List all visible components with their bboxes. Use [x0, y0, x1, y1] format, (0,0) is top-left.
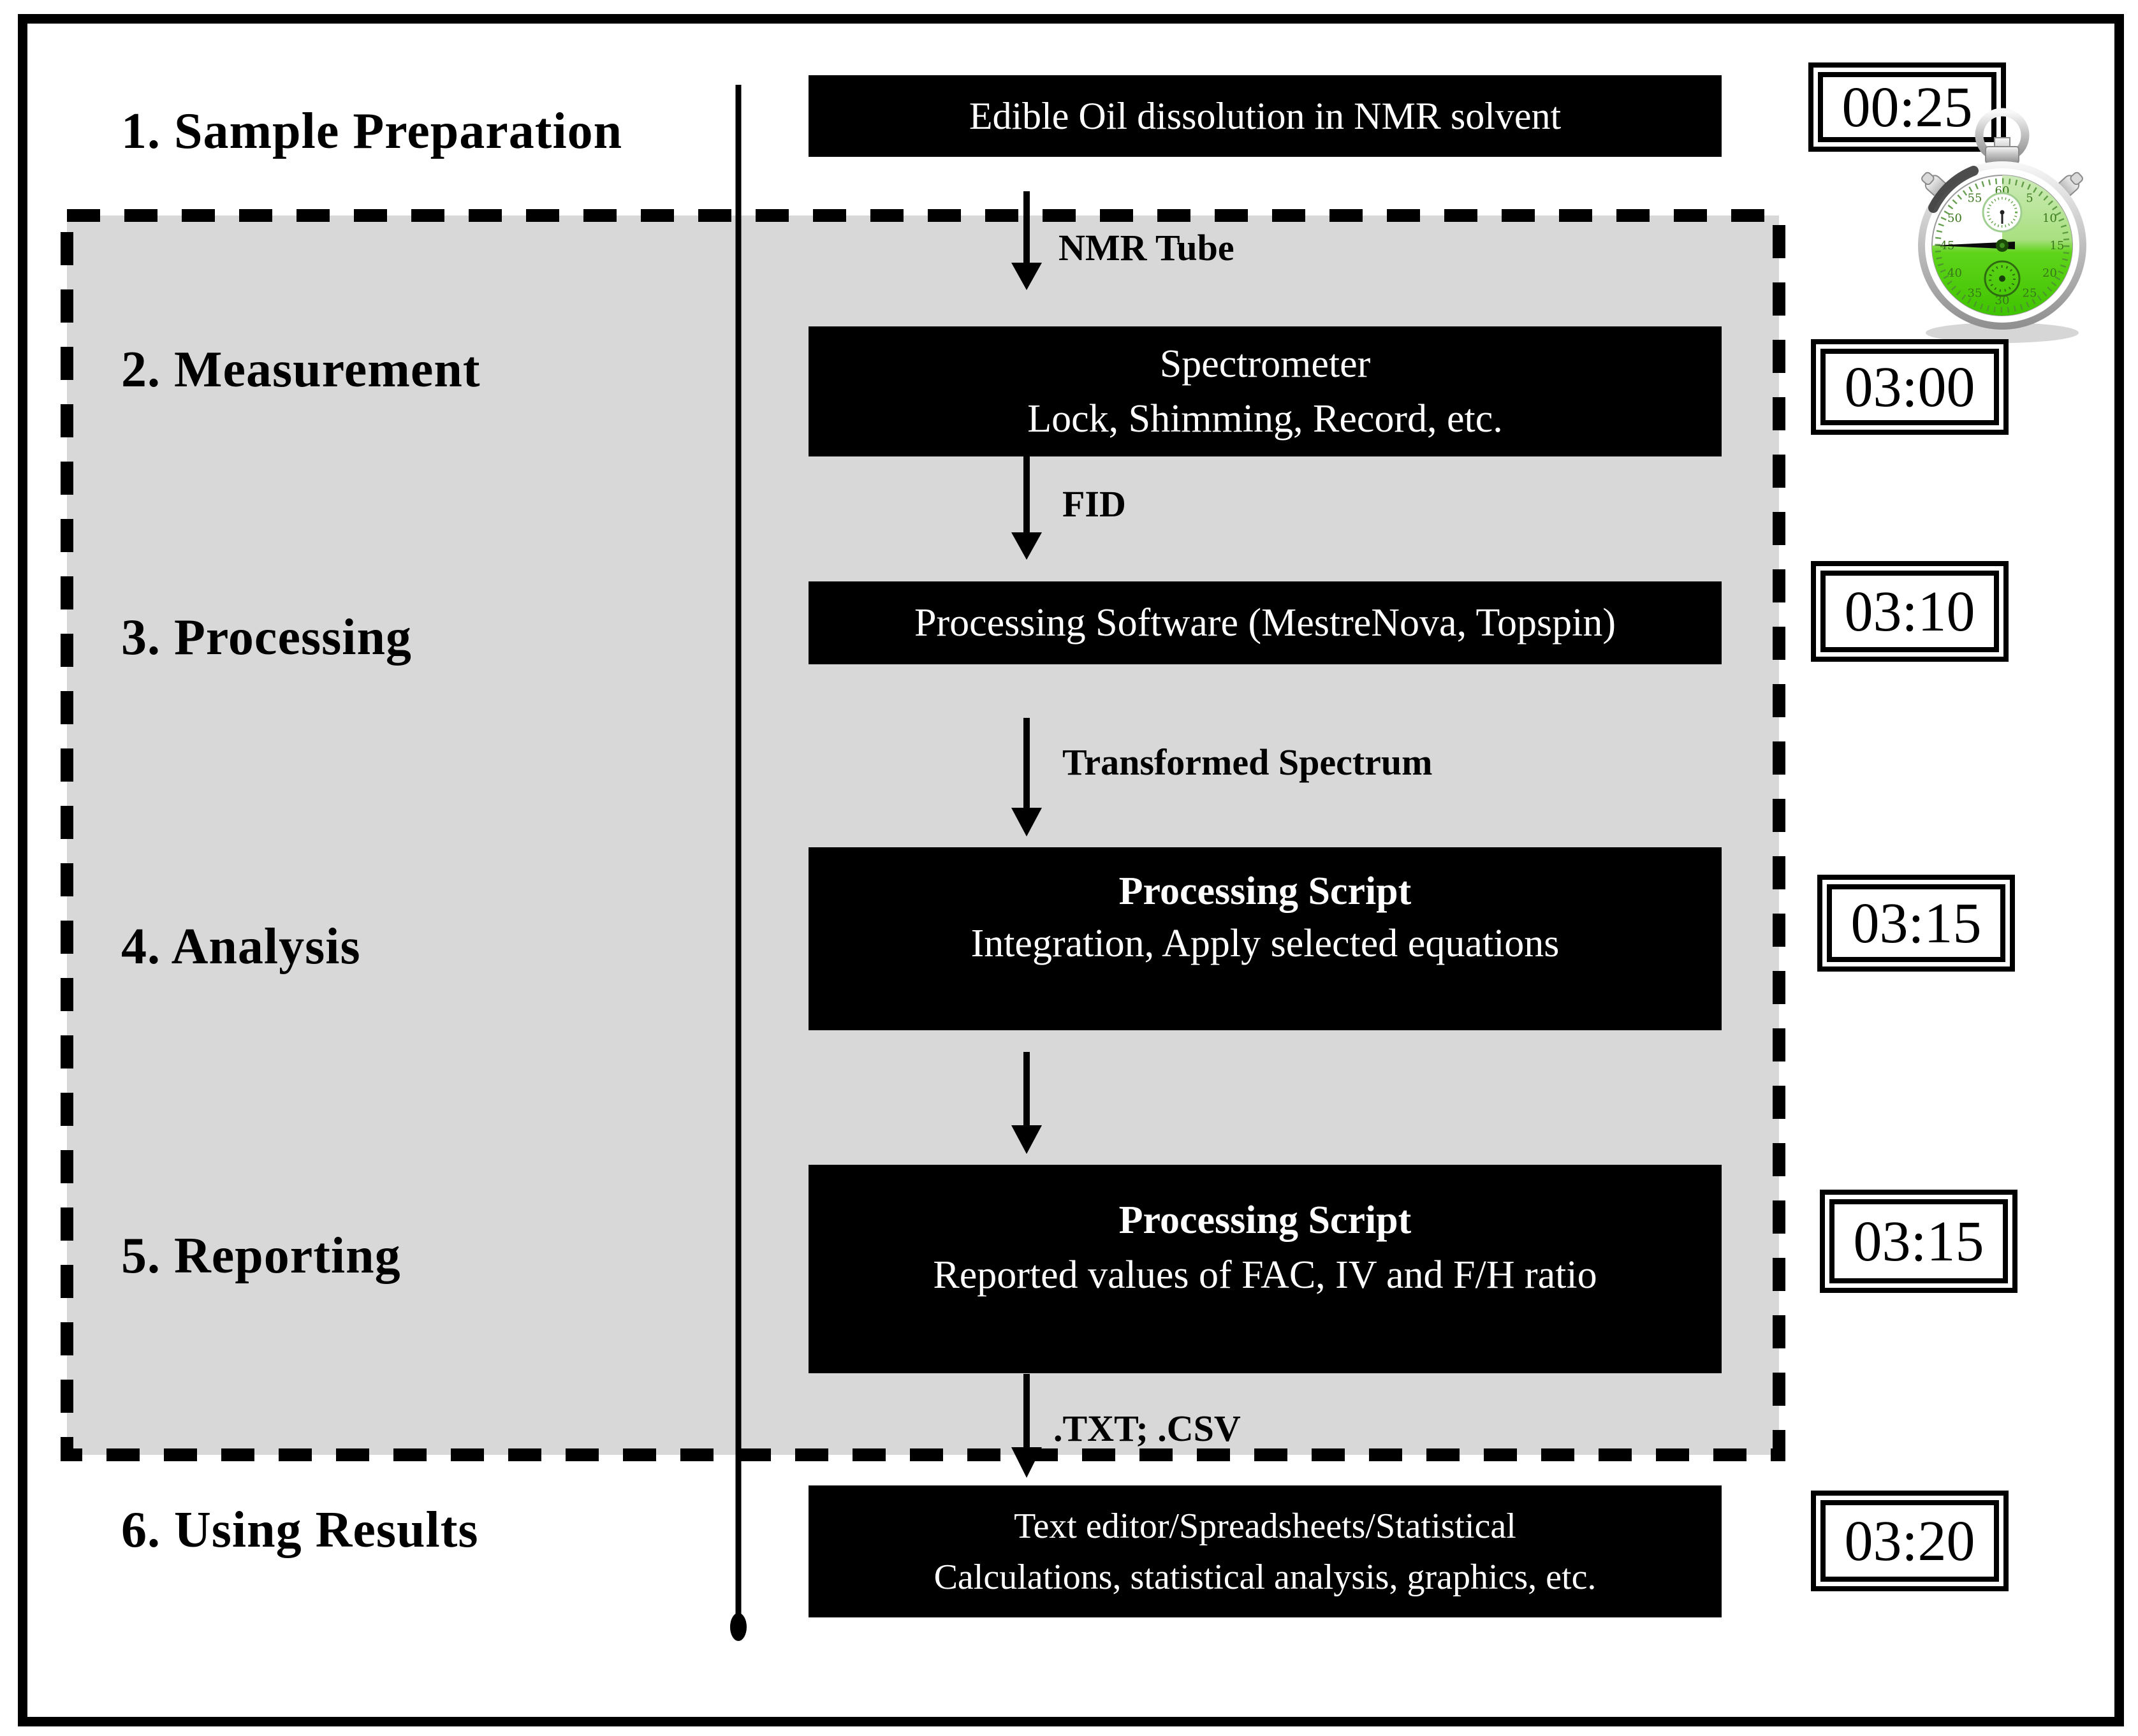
step-label-reporting: 5. Reporting: [121, 1227, 401, 1284]
stopwatch-bottom-subdial: [1984, 260, 2021, 297]
step-label-sample-preparation: 1. Sample Preparation: [121, 103, 623, 159]
stopwatch-dial-number: 25: [2023, 287, 2037, 300]
stopwatch-dial-number: 55: [1968, 192, 1982, 205]
flow-box-title: Processing Script: [1118, 870, 1412, 913]
stopwatch-dial-number: 35: [1968, 287, 1982, 300]
stopwatch-dial-number: 30: [1995, 294, 2010, 307]
time-badge-analysis: 03:15: [1817, 875, 2015, 972]
flow-arrow-5: [1011, 1374, 1042, 1478]
arrow-label-nmr-tube: NMR Tube: [1058, 226, 1234, 268]
stopwatch-dial-number: 40: [1947, 266, 1962, 280]
flow-box-title: Processing Script: [1118, 1199, 1412, 1242]
flow-box-text: Lock, Shimming, Record, etc.: [1027, 397, 1503, 441]
arrow-label-fid: FID: [1062, 483, 1126, 525]
time-value: 03:15: [1829, 1199, 2008, 1283]
stopwatch-dial-number: 20: [2042, 266, 2057, 280]
flow-box-sample-preparation: Edible Oil dissolution in NMR solvent: [809, 75, 1722, 157]
stopwatch-dial-numbers: 60510152025303540455055: [1940, 184, 2065, 307]
time-value: 03:15: [1827, 884, 2005, 962]
arrow-label-txt-csv: .TXT; .CSV: [1053, 1407, 1241, 1449]
flow-box-text: Integration, Apply selected equations: [970, 922, 1560, 965]
flow-arrow-1: [1011, 191, 1042, 290]
stopwatch-hand: [1933, 239, 2015, 252]
timeline-line: [730, 85, 747, 1641]
stopwatch-dial-number: 5: [2026, 192, 2033, 205]
stopwatch-shadow: [1926, 323, 2079, 343]
flow-box-text: Spectrometer: [1159, 342, 1371, 386]
flow-arrow-3: [1011, 718, 1042, 836]
stopwatch-crown: [1985, 146, 2019, 164]
flow-arrow-4: [1011, 1052, 1042, 1154]
time-badge-using-results: 03:20: [1811, 1491, 2009, 1591]
flow-box-text: Text editor/Spreadsheets/Statistical: [1014, 1506, 1516, 1546]
stopwatch-top-subdial: [1982, 192, 2023, 233]
flow-box-text: Calculations, statistical analysis, grap…: [934, 1557, 1597, 1597]
flow-box-reporting: Processing Script Reported values of FAC…: [809, 1165, 1722, 1373]
stopwatch-icon: 60510152025303540455055: [1918, 108, 2086, 343]
step-label-processing: 3. Processing: [121, 609, 412, 666]
step-label-using-results: 6. Using Results: [121, 1501, 479, 1558]
flow-box-text: Processing Software (MestreNova, Topspin…: [914, 601, 1616, 645]
stopwatch-dial-number: 50: [1947, 212, 1962, 225]
time-value: 03:20: [1820, 1500, 1999, 1582]
step-label-measurement: 2. Measurement: [121, 341, 481, 398]
time-value: 00:25: [1818, 72, 1996, 142]
time-value: 03:10: [1820, 571, 1999, 652]
time-badge-sample-preparation: 00:25: [1808, 62, 2006, 152]
arrow-label-transformed-spectrum: Transformed Spectrum: [1062, 741, 1433, 783]
flow-box-using-results: Text editor/Spreadsheets/Statistical Cal…: [809, 1485, 1722, 1617]
flow-box-analysis: Processing Script Integration, Apply sel…: [809, 847, 1722, 1030]
stopwatch-dial-number: 10: [2042, 212, 2057, 225]
flow-box-text: Edible Oil dissolution in NMR solvent: [969, 95, 1562, 137]
time-value: 03:00: [1820, 349, 1999, 425]
step-label-analysis: 4. Analysis: [121, 918, 361, 975]
time-badge-processing: 03:10: [1811, 561, 2009, 662]
flow-arrow-2: [1011, 456, 1042, 560]
time-badge-measurement: 03:00: [1811, 339, 2009, 435]
stopwatch-dial-number: 15: [2050, 239, 2065, 252]
flow-box-measurement: Spectrometer Lock, Shimming, Record, etc…: [809, 326, 1722, 456]
flow-box-processing: Processing Software (MestreNova, Topspin…: [809, 581, 1722, 664]
time-badge-reporting: 03:15: [1820, 1190, 2017, 1293]
timeline-end-dot: [730, 1613, 747, 1641]
flow-box-text: Reported values of FAC, IV and F/H ratio: [933, 1253, 1597, 1297]
